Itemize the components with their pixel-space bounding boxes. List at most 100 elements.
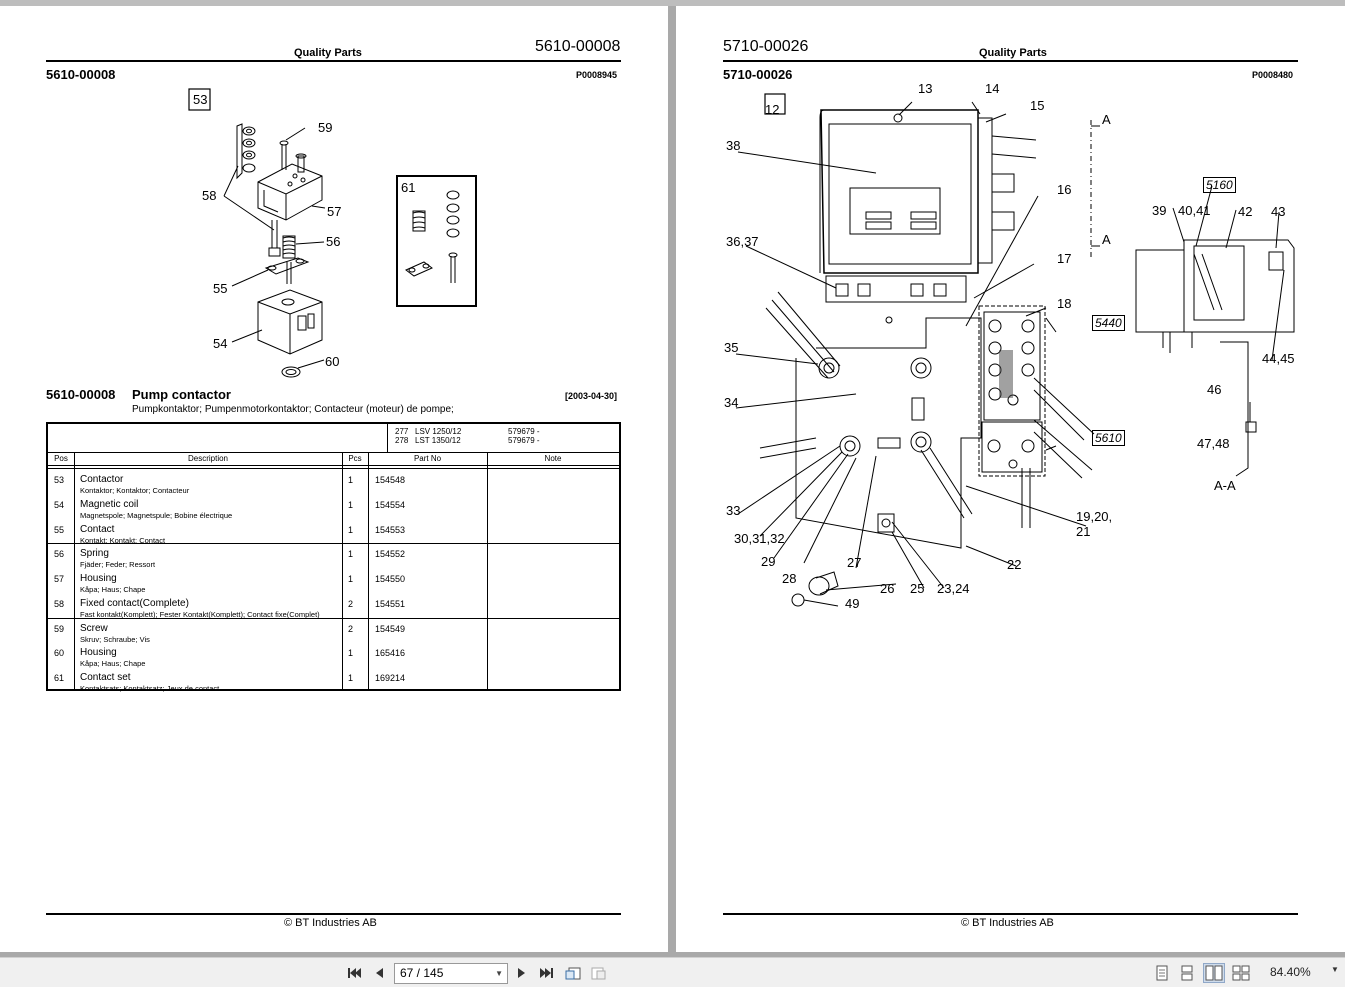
model-code: 277	[395, 427, 409, 436]
section-label-a-a: A-A	[1214, 478, 1236, 493]
last-page-button[interactable]	[537, 963, 557, 983]
callout-25: 25	[910, 581, 925, 596]
next-page-button[interactable]	[513, 963, 531, 983]
continuous-view-button[interactable]	[1178, 963, 1196, 983]
callout-22: 22	[1007, 557, 1022, 572]
section-mark-a-bottom: A	[1102, 232, 1111, 247]
callout-15: 15	[1030, 98, 1045, 113]
callout-18: 18	[1057, 296, 1072, 311]
first-page-button[interactable]	[344, 963, 364, 983]
last-page-icon	[540, 968, 553, 978]
callout-43: 43	[1271, 204, 1286, 219]
footer-rule	[46, 913, 621, 915]
callout-36-37: 36,37	[726, 234, 759, 249]
two-page-icon	[1205, 965, 1223, 981]
footer-copyright: © BT Industries AB	[284, 917, 377, 929]
callout-34: 34	[724, 395, 739, 410]
page-indicator: 67 / 145	[400, 966, 444, 980]
callout-17: 17	[1057, 251, 1072, 266]
callout-33: 33	[726, 503, 741, 518]
title-number: 5610-00008	[46, 387, 116, 402]
back-view-icon	[565, 967, 581, 980]
column-header-note: Note	[544, 454, 562, 463]
callout-59: 59	[318, 120, 333, 135]
callout-53: 53	[193, 92, 208, 107]
header-number: 5610-00008	[535, 38, 621, 55]
model-serial: 579679 -	[508, 427, 540, 436]
continuous-page-icon	[1181, 965, 1193, 981]
page-number-select[interactable]: 67 / 145 ▼	[394, 963, 508, 984]
prev-page-icon	[376, 968, 383, 978]
callout-16: 16	[1057, 182, 1072, 197]
callout-19-20-21: 19,20, 21	[1076, 509, 1113, 539]
callout-30-31-32: 30,31,32	[734, 531, 785, 546]
prev-page-button[interactable]	[370, 963, 388, 983]
page-title: Pump contactor	[132, 387, 231, 402]
column-header-pcs: Pcs	[348, 454, 362, 463]
document-page-right: 5710-00026 Quality Parts 5710-00026 P000…	[676, 6, 1345, 952]
callout-61: 61	[401, 180, 416, 195]
two-page-continuous-view-button[interactable]	[1231, 963, 1251, 983]
section-number: 5710-00026	[723, 67, 793, 82]
forward-view-button[interactable]	[589, 963, 609, 983]
header-rule	[723, 60, 1298, 62]
callout-46: 46	[1207, 382, 1222, 397]
ref-box-5610[interactable]: 5610	[1092, 430, 1125, 446]
back-view-button[interactable]	[563, 963, 583, 983]
parts-table: 277 LSV 1250/12 579679 - 278 LST 1350/12…	[46, 422, 621, 693]
callout-39: 39	[1152, 203, 1167, 218]
viewer-toolbar: 67 / 145 ▼ 84.40% ▼	[0, 957, 1345, 987]
column-header-description: Description	[187, 454, 228, 463]
callout-40-41: 40,41	[1178, 203, 1211, 218]
callout-13: 13	[918, 81, 933, 96]
callout-28: 28	[782, 571, 797, 586]
callout-60: 60	[325, 354, 340, 369]
callout-23-24: 23,24	[937, 581, 970, 596]
header-brand: Quality Parts	[294, 47, 362, 59]
callout-38: 38	[726, 138, 741, 153]
chevron-down-icon: ▼	[495, 969, 503, 978]
callout-49: 49	[845, 596, 860, 611]
callout-12: 12	[765, 102, 780, 117]
first-page-icon	[348, 968, 361, 978]
column-header-part-no: Part No	[413, 454, 442, 463]
footer-copyright: © BT Industries AB	[961, 917, 1054, 929]
callout-58: 58	[202, 188, 217, 203]
window-top-strip	[0, 0, 1345, 6]
forward-view-icon	[591, 967, 606, 980]
document-page-left: Quality Parts 5610-00008 5610-00008 P000…	[0, 6, 668, 952]
single-page-icon	[1156, 965, 1168, 981]
callout-55: 55	[213, 281, 228, 296]
next-page-icon	[518, 968, 525, 978]
ref-box-5160[interactable]: 5160	[1203, 177, 1236, 193]
callout-44-45: 44,45	[1262, 351, 1295, 366]
callout-42: 42	[1238, 204, 1253, 219]
two-page-continuous-icon	[1232, 965, 1250, 981]
exploded-diagram-control-unit	[735, 93, 1295, 607]
ref-box-5440[interactable]: 5440	[1092, 315, 1125, 331]
two-page-view-button[interactable]	[1203, 963, 1225, 983]
revision-date: [2003-04-30]	[565, 391, 618, 401]
model-serial: 579679 -	[508, 436, 540, 445]
zoom-level[interactable]: 84.40%	[1270, 965, 1311, 979]
column-header-pos: Pos	[54, 454, 68, 463]
callout-57: 57	[327, 204, 342, 219]
callout-14: 14	[985, 81, 1000, 96]
header-number: 5710-00026	[723, 38, 809, 55]
reference-code: P0008945	[576, 70, 618, 80]
callout-35: 35	[724, 340, 739, 355]
footer-rule	[723, 913, 1298, 915]
model-name: LST 1350/12	[415, 436, 461, 445]
callout-47-48: 47,48	[1197, 436, 1230, 451]
single-page-view-button[interactable]	[1153, 963, 1171, 983]
section-mark-a-top: A	[1102, 112, 1111, 127]
zoom-dropdown-icon[interactable]: ▼	[1331, 965, 1339, 974]
callout-27: 27	[847, 555, 862, 570]
section-number: 5610-00008	[46, 67, 116, 82]
callout-29: 29	[761, 554, 776, 569]
reference-code: P0008480	[1252, 70, 1294, 80]
model-name: LSV 1250/12	[415, 427, 462, 436]
callout-26: 26	[880, 581, 895, 596]
exploded-diagram-pump-contactor	[188, 88, 477, 378]
callout-54: 54	[213, 336, 228, 351]
